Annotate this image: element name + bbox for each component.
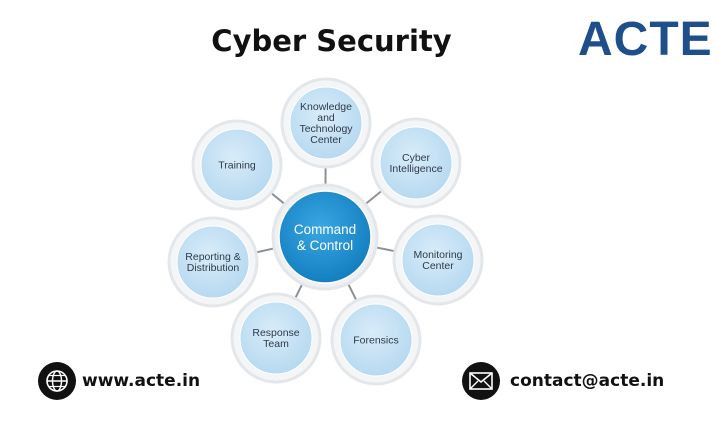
node-circle	[200, 128, 274, 202]
node-label: Response	[252, 327, 299, 339]
website-contact[interactable]: www.acte.in	[38, 362, 200, 400]
node-forensics: Forensics	[330, 294, 422, 386]
center-node: Command& Control	[271, 183, 379, 291]
node-circle	[339, 303, 413, 377]
node-label: Training	[218, 160, 256, 172]
node-label: Center	[422, 260, 454, 272]
page-title: Cyber Security	[211, 24, 452, 58]
website-link[interactable]: www.acte.in	[82, 371, 201, 391]
node-label: Monitoring	[413, 249, 462, 261]
node-label: Forensics	[353, 335, 399, 347]
node-label: Team	[263, 338, 289, 350]
email-contact[interactable]: contact@acte.in	[462, 362, 664, 400]
node-label: Cyber	[402, 152, 431, 164]
node-label: Reporting &	[185, 251, 240, 263]
node-label: Intelligence	[389, 163, 442, 175]
center-circle	[278, 190, 372, 284]
center-label: & Control	[297, 238, 353, 253]
center-label: Command	[294, 222, 356, 237]
node-circle	[289, 86, 363, 160]
node-circle	[401, 223, 475, 297]
nodes: KnowledgeandTechnologyCenterCyberIntelli…	[167, 77, 484, 386]
center-command-control: Command& Control	[271, 183, 379, 291]
node-label: Knowledge	[300, 101, 352, 113]
node-circle	[379, 126, 453, 200]
envelope-icon	[462, 362, 500, 400]
node-reporting: Reporting &Distribution	[167, 216, 259, 308]
node-label: Distribution	[187, 262, 240, 274]
acte-logo: ACTE	[578, 13, 713, 66]
node-label: Center	[310, 134, 342, 146]
email-link[interactable]: contact@acte.in	[510, 371, 665, 391]
node-circle	[239, 301, 313, 375]
node-training: Training	[191, 119, 283, 211]
node-circle	[176, 225, 250, 299]
node-label: Technology	[299, 123, 353, 135]
globe-icon	[38, 362, 76, 400]
node-label: and	[317, 112, 335, 124]
